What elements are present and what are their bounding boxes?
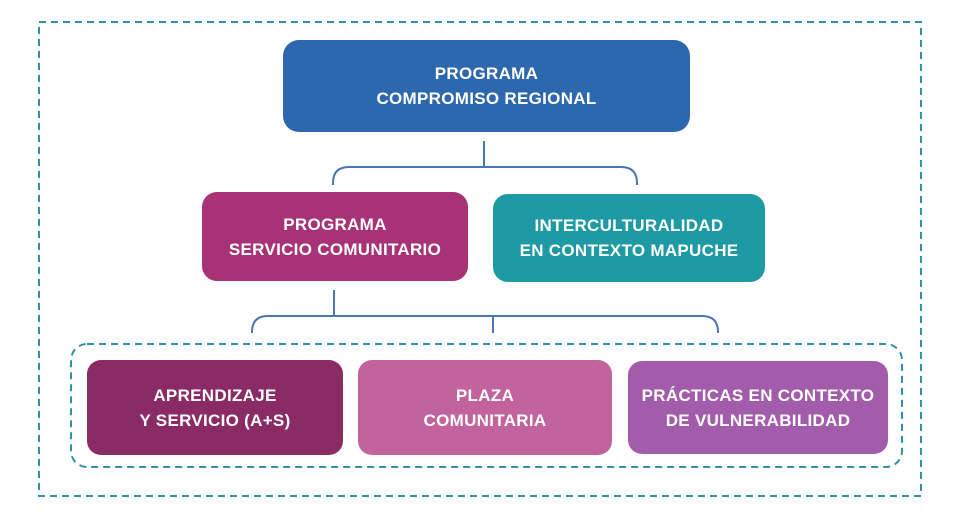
node-label-line: PROGRAMA bbox=[283, 214, 387, 234]
connector-bracket-level2 bbox=[332, 166, 638, 185]
node-label-line: INTERCULTURALIDAD bbox=[534, 216, 724, 235]
node-practicas-contexto-vulnerabilidad: PRÁCTICAS EN CONTEXTO DE VULNERABILIDAD bbox=[628, 361, 888, 454]
node-interculturalidad-contexto-mapuche: INTERCULTURALIDAD EN CONTEXTO MAPUCHE bbox=[493, 194, 765, 282]
node-label-line: PROGRAMA bbox=[434, 64, 539, 83]
node-programa-servicio-comunitario: PROGRAMA SERVICIO COMUNITARIO bbox=[202, 192, 468, 281]
node-label-line: PLAZA bbox=[455, 385, 515, 405]
node-label-line: EN CONTEXTO MAPUCHE bbox=[519, 241, 739, 260]
node-label-line: DE VULNERABILIDAD bbox=[665, 410, 851, 430]
node-label-line: SERVICIO COMUNITARIO bbox=[228, 239, 442, 259]
node-aprendizaje-y-servicio: APRENDIZAJE Y SERVICIO (A+S) bbox=[87, 360, 343, 455]
inner-dashed-group-border bbox=[70, 343, 903, 468]
connector-bracket-level3 bbox=[251, 315, 719, 333]
node-programa-compromiso-regional: PROGRAMA COMPROMISO REGIONAL bbox=[283, 40, 690, 132]
node-label-line: COMUNITARIA bbox=[423, 410, 547, 430]
node-label-line: Y SERVICIO (A+S) bbox=[139, 410, 291, 430]
node-label-line: PRÁCTICAS EN CONTEXTO bbox=[641, 385, 875, 405]
outer-dashed-border bbox=[38, 21, 922, 497]
node-label-line: COMPROMISO REGIONAL bbox=[376, 89, 597, 108]
node-label-line: APRENDIZAJE bbox=[153, 385, 277, 405]
node-plaza-comunitaria: PLAZA COMUNITARIA bbox=[358, 360, 612, 455]
